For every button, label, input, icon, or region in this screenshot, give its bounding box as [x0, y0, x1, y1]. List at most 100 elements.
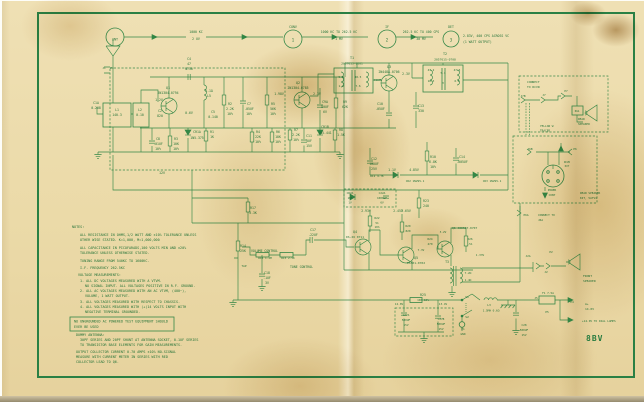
schematic-label: 48.5 [355, 75, 362, 79]
schematic-label: 100 10% [417, 298, 429, 302]
schematic-label: 25K [240, 249, 246, 253]
schematic-label: 15V [521, 333, 526, 337]
schematic-label: P7 [564, 89, 568, 93]
schematic-label: R12 4.7K [370, 174, 384, 178]
schematic-label: 3.3K [249, 211, 257, 215]
schematic-label: CR1A [193, 130, 201, 134]
schematic-label: CR2A [347, 191, 354, 195]
schematic-label: Q5 [414, 256, 418, 260]
schematic-label: 10% [430, 165, 436, 169]
schematic-label: VOLTAGE MEASUREMENTS: [78, 273, 121, 277]
schematic-label: CONNECT TO [538, 213, 555, 217]
ground-icon [93, 151, 103, 159]
schematic-label: TOLERANCE UNLESS OTHERWISE STATED. [80, 251, 149, 255]
ground-icon [335, 151, 345, 159]
schematic-label: +14.0V TO DIAL LAMPS [582, 319, 616, 323]
schematic-label: 10% [255, 140, 261, 144]
schematic-label: 10% [155, 147, 161, 151]
schematic-label: SPEAKER [583, 279, 596, 283]
schematic-label: 2057613-0501 [341, 62, 363, 66]
schematic-label: CR1B [321, 125, 329, 129]
schematic-label: 0-10 [136, 113, 144, 117]
schematic-label: ANT [112, 38, 118, 42]
transistor-q4-icon [354, 238, 372, 256]
schematic-label: 1.2V [155, 98, 163, 102]
schematic-label: L3 [487, 303, 491, 307]
schematic-label: C10 [377, 102, 383, 106]
schematic-label: VOLUME CONTROL [251, 249, 278, 253]
schematic-label: 1000 KC [189, 30, 203, 34]
schematic-label: C9A [322, 100, 328, 104]
schematic-label: C4 [187, 57, 191, 61]
schematic-label: 6V [380, 201, 384, 205]
schematic-label: .05UF [375, 107, 385, 111]
schematic-label: VOLUME, 1 WATT OUTPUT. [85, 294, 130, 298]
schematic-label: C27B [438, 317, 445, 321]
schematic-label: 2N1304-0785 [287, 86, 308, 90]
transformer-t1-box [333, 67, 374, 94]
schematic-label: R17 [250, 206, 256, 210]
schematic-label: 4. ALL VOLTAGES MEASURED WITH (+)14 VOLT… [80, 305, 186, 309]
schematic-label: TONE CONTROL [290, 265, 313, 269]
schematic-label: C12 [371, 157, 377, 161]
schematic-label: 12V [159, 171, 165, 175]
schematic-label: 1000 KC TO 262.5 KC [321, 30, 358, 34]
schematic-label: 500UF [437, 322, 446, 326]
schematic-label: S1 [465, 295, 469, 299]
rear-speaker-icon [584, 104, 598, 122]
schematic-label: N750 [185, 67, 193, 71]
schematic-label: TRACER [540, 129, 550, 133]
schematic-label: 56K [270, 107, 276, 111]
schematic-label: KIT [565, 164, 570, 168]
schematic-label: .51 [467, 242, 472, 246]
schematic-label: .22UF [308, 233, 318, 237]
wire-coil-l3 [483, 297, 498, 301]
schematic-label: 47.2 [428, 68, 435, 72]
ground-icon [419, 335, 429, 343]
page-edge-shadow [0, 396, 644, 402]
schematic-label: 2.1Ω [205, 89, 213, 93]
schematic-label: T1 [350, 56, 354, 60]
schematic-label: E1 [461, 327, 465, 331]
diode-cr1a-icon [184, 129, 192, 136]
schematic-label: COLLECTOR LEAD TO Q6. [76, 360, 119, 364]
front-speaker-icon [567, 253, 581, 271]
schematic-label: R4 [256, 130, 260, 134]
schematic-label: 7.6 [355, 84, 360, 88]
schematic-label: J6A [538, 218, 543, 222]
schematic-label: 2.45V [393, 209, 403, 213]
schematic-label: 2057615-0708 [434, 58, 456, 62]
schematic-label: CONNECT [527, 80, 540, 84]
schematic-label: Q3 [387, 65, 391, 69]
sheet-code: 8BV [586, 334, 604, 343]
schematic-label: 7.3V [418, 248, 425, 252]
schematic-label: 10% [374, 225, 379, 229]
schematic-label: R16 1.2M [258, 256, 272, 260]
schematic-label: 2 [386, 38, 389, 43]
schematic-label: C2 [158, 109, 162, 113]
schematic-label: 30 MV [416, 37, 426, 41]
schematic-label: R15 2.5K [281, 256, 295, 260]
schematic-label: Q2 [296, 81, 300, 85]
schematic-label: GND [460, 332, 465, 336]
schematic-label: 2 UV [192, 37, 200, 41]
schematic-label: L1 [115, 108, 119, 112]
schematic-label: R24 [427, 237, 432, 241]
diode-cr3-icon [472, 171, 479, 179]
schematic-label: 10% [246, 112, 252, 116]
schematic-label: S2 [465, 315, 469, 319]
schematic-label: R23 [423, 199, 429, 203]
schematic-label: J2 [544, 270, 548, 274]
schematic-label: 2. ALL AC VOLTAGES MEASURED WITH AN AC V… [80, 289, 186, 293]
schematic-label: J1 [102, 66, 106, 70]
schematic-label: R10 [430, 155, 436, 159]
schematic-label: C18 [264, 271, 270, 275]
schematic-label: C5 [211, 110, 215, 114]
schematic-label: 1.4 [338, 84, 343, 88]
schematic-label: 2.3V [313, 92, 321, 96]
schematic-label: 0.6V [185, 111, 193, 115]
schematic-label: NEGATIVE TERMINAL GROUNDED. [85, 310, 140, 314]
schematic-label: 4.85V [409, 168, 419, 172]
schematic-label: YELLOW W [540, 124, 554, 128]
